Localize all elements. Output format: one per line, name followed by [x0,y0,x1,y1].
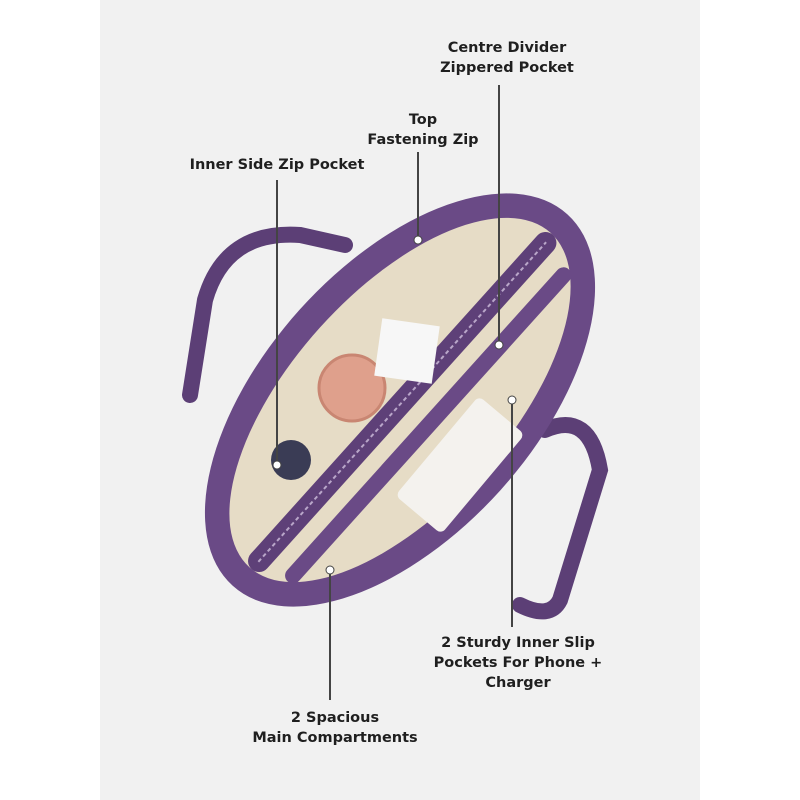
marker-dot [494,340,504,350]
bag-handle-left [182,226,353,403]
callout-slip-pockets: 2 Sturdy Inner Slip Pockets For Phone + … [434,633,603,693]
marker-dot [413,235,423,245]
callout-main-compartments: 2 Spacious Main Compartments [252,708,417,748]
callout-text: Pockets For Phone + [433,655,603,671]
callout-text: Main Compartments [252,730,418,746]
callout-text: Fastening Zip [367,132,479,148]
marker-dot [507,395,517,405]
callout-text: 2 Spacious [290,710,380,726]
marker-dot [325,565,335,575]
callout-top-zip: Top Fastening Zip [367,110,478,150]
callout-text: 2 Sturdy Inner Slip [441,635,595,651]
callout-text: Zippered Pocket [440,60,574,76]
perfume-bottle [271,440,311,480]
bag-handle-right [512,417,609,620]
phone [397,398,523,532]
callout-centre-divider: Centre Divider Zippered Pocket [440,38,574,78]
callout-text: Charger [485,675,551,691]
callout-text: Inner Side Zip Pocket [189,157,365,173]
callout-text: Centre Divider [447,40,567,56]
callout-inner-side: Inner Side Zip Pocket [190,155,365,175]
marker-dot [272,460,282,470]
compact-mirror [317,353,387,423]
callout-text: Top [408,112,438,128]
charger [374,318,440,384]
